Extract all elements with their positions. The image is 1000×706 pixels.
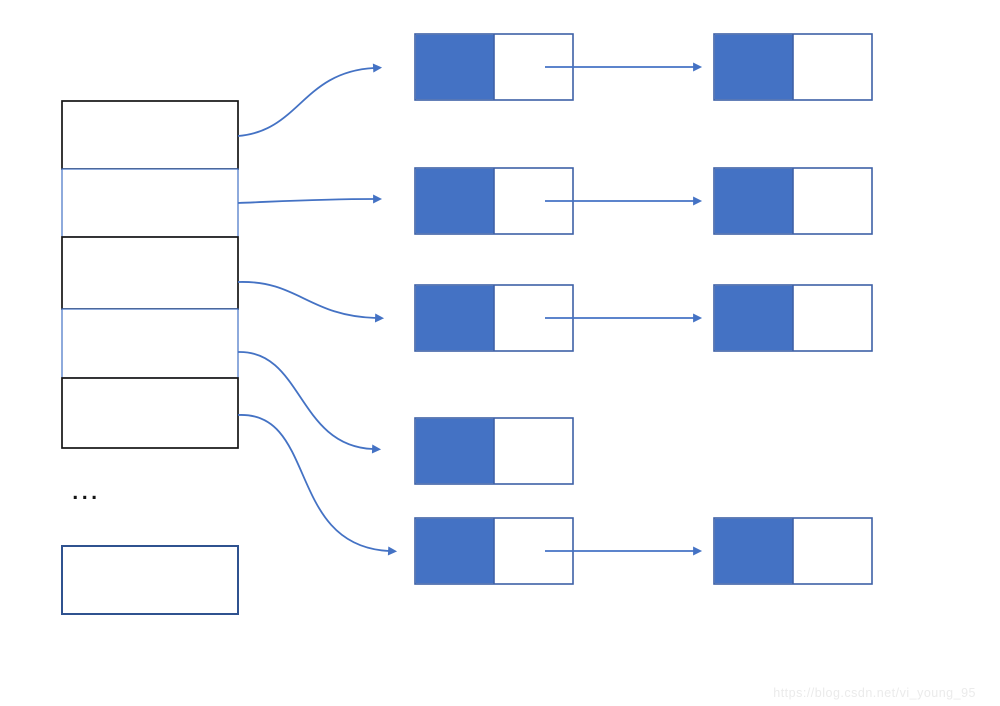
- bucket-cell-2: [61, 236, 239, 310]
- chain-0-node-2: [713, 33, 873, 101]
- chain-3-node-1-data-field: [415, 418, 494, 484]
- chain-0-node-2-data-field: [714, 34, 793, 100]
- bucket-0-chain-arrow: [237, 63, 383, 137]
- chain-4-node-2-data-field: [714, 518, 793, 584]
- extra-bucket-cell: [61, 545, 239, 615]
- chain-2-node-2: [713, 284, 873, 352]
- chain-3-node-1: [414, 417, 574, 485]
- bucket-3-chain-arrow: [237, 351, 382, 454]
- chain-4-node-2: [713, 517, 873, 585]
- chain-2-node-2-data-field: [714, 285, 793, 351]
- bucket-2-chain-arrow: [237, 281, 385, 323]
- bucket-1-chain-arrow: [237, 194, 383, 204]
- bucket-array: [61, 100, 239, 449]
- bucket-cell-4: [61, 377, 239, 449]
- chain-2-node-1: [414, 284, 574, 352]
- watermark-url: https://blog.csdn.net/vi_young_95: [773, 686, 976, 700]
- chain-1-node-2: [713, 167, 873, 235]
- chain-2-node-1-data-field: [415, 285, 494, 351]
- bucket-cell-1: [61, 168, 239, 238]
- chain-0-node-1-data-field: [415, 34, 494, 100]
- chain-1-node-1: [414, 167, 574, 235]
- bucket-array-ellipsis: ...: [72, 484, 101, 504]
- chain-4-node-1-data-field: [415, 518, 494, 584]
- chain-1-node-1-data-field: [415, 168, 494, 234]
- chain-1-node-2-data-field: [714, 168, 793, 234]
- bucket-4-chain-arrow: [237, 414, 398, 556]
- bucket-cell-0: [61, 100, 239, 170]
- bucket-cell-3: [61, 308, 239, 379]
